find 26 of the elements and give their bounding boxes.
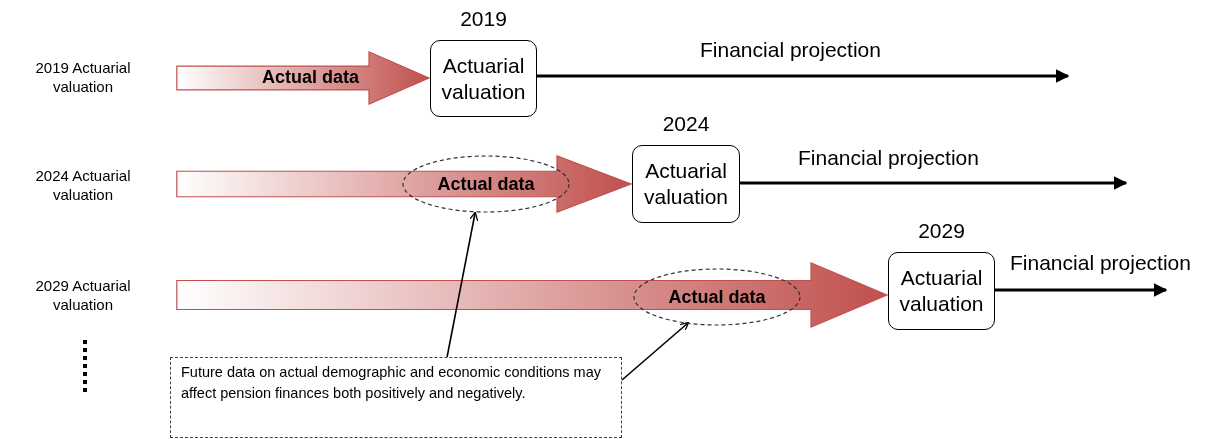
year-heading: 2029 <box>917 219 966 243</box>
block-arrow <box>176 154 633 214</box>
arrow <box>537 69 1070 83</box>
note-box: Future data on actual demographic and economic conditions may affect pension finances both positively and negatively. <box>170 357 622 438</box>
arrow <box>740 176 1128 190</box>
year-heading: 2024 <box>661 112 711 136</box>
row-label: 2019 Actuarial valuation <box>34 58 132 96</box>
leader-line <box>621 321 690 381</box>
row-label: 2029 Actuarial valuation <box>34 276 132 314</box>
block-arrow <box>176 50 431 106</box>
edge-label: Financial projection <box>700 38 881 62</box>
box-label: Actuarial valuation <box>898 265 985 317</box>
year-heading: 2019 <box>459 7 508 31</box>
ellipse-label: Actual data <box>668 286 766 308</box>
edge-label: Actual data <box>262 67 360 88</box>
edge-label: Financial projection <box>798 146 979 170</box>
box-label: Actuarial valuation <box>642 158 730 210</box>
block-arrow <box>176 261 889 329</box>
leader-line <box>446 211 479 358</box>
arrow <box>995 283 1168 297</box>
row-label: 2024 Actuarial valuation <box>34 166 132 204</box>
box-label: Actuarial valuation <box>440 52 527 105</box>
dashed-ellipse <box>633 268 801 326</box>
ellipse-label: Actual data <box>437 173 535 195</box>
dashed-ellipse <box>402 155 570 213</box>
edge-label: Financial projection <box>1010 251 1191 275</box>
